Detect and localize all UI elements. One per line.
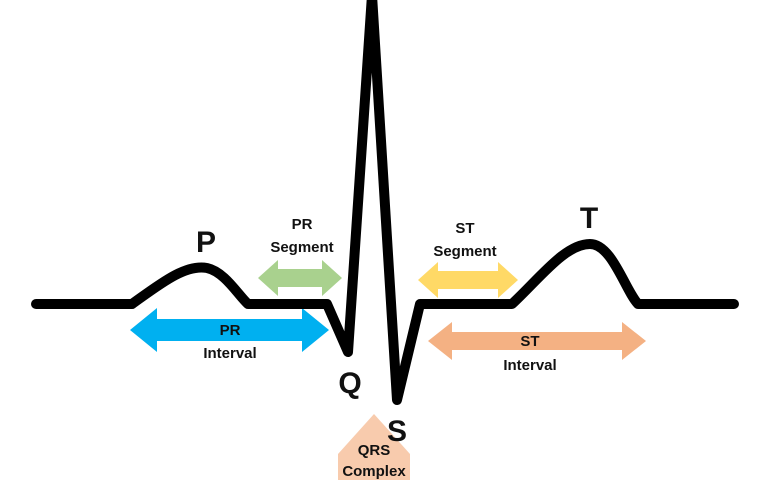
- t-wave-label: T: [580, 202, 598, 235]
- qrs-complex-label-line2: Complex: [342, 463, 406, 480]
- ecg-trace: [31, 0, 739, 405]
- st-segment-label-line1: ST: [455, 220, 474, 237]
- pr-segment-arrow: [258, 260, 342, 296]
- pr-segment-label-line2: Segment: [270, 239, 333, 256]
- st-segment-arrow: [418, 262, 518, 298]
- pr-segment-label-line1: PR: [292, 216, 313, 233]
- pr-interval-label-line2: Interval: [203, 345, 256, 362]
- qrs-complex-label-line1: QRS: [358, 442, 391, 459]
- q-wave-label: Q: [338, 367, 361, 400]
- qrs-complex-shape: [338, 414, 410, 480]
- st-segment-label-line2: Segment: [433, 243, 496, 260]
- st-interval-label-line2: Interval: [503, 357, 556, 374]
- st-interval-label-line1: ST: [520, 333, 539, 350]
- pr-interval-arrow: [130, 308, 329, 352]
- pr-interval-label-line1: PR: [220, 322, 241, 339]
- st-interval-arrow: [428, 322, 646, 360]
- p-wave-label: P: [196, 226, 216, 259]
- s-wave-label: S: [387, 415, 407, 448]
